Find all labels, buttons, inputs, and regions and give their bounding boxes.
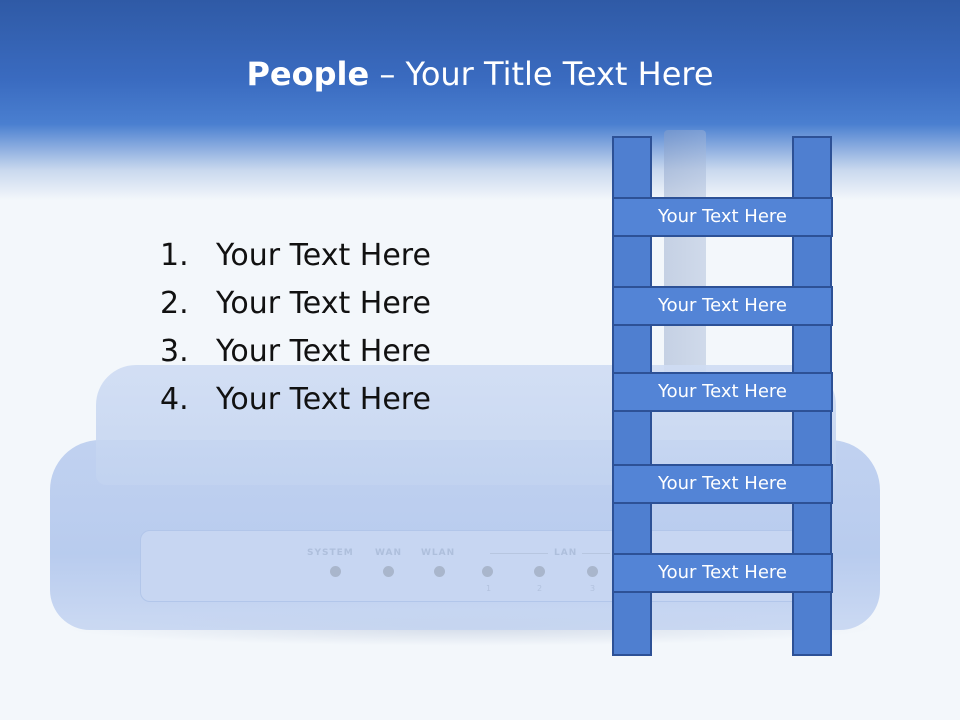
- list-text: Your Text Here: [216, 334, 431, 369]
- lan-divider-left: [490, 553, 548, 554]
- list-number: 4.: [160, 382, 189, 417]
- led-light: [383, 566, 394, 577]
- led-light: [434, 566, 445, 577]
- lan-divider-right: [582, 553, 610, 554]
- title-rest: – Your Title Text Here: [369, 55, 714, 93]
- led-label-wlan: WLAN: [421, 548, 456, 558]
- title-bold: People: [246, 55, 370, 93]
- list-item: 4. Your Text Here: [160, 376, 431, 424]
- port-number: 1: [486, 584, 492, 593]
- list-item: 1. Your Text Here: [160, 232, 431, 280]
- ladder-rung: Your Text Here: [612, 372, 833, 412]
- led-label-system: SYSTEM: [307, 548, 354, 558]
- ladder-rung: Your Text Here: [612, 464, 833, 504]
- led-light: [330, 566, 341, 577]
- list-number: 2.: [160, 286, 189, 321]
- slide-title: People – Your Title Text Here: [0, 52, 960, 96]
- port-number: 2: [537, 584, 543, 593]
- led-light: [587, 566, 598, 577]
- ladder-rung: Your Text Here: [612, 197, 833, 237]
- list-item: 2. Your Text Here: [160, 280, 431, 328]
- list-text: Your Text Here: [216, 286, 431, 321]
- led-light: [482, 566, 493, 577]
- list-number: 3.: [160, 334, 189, 369]
- led-label-wan: WAN: [375, 548, 403, 558]
- led-label-lan: LAN: [554, 548, 578, 558]
- ladder-rung: Your Text Here: [612, 286, 833, 326]
- led-light: [534, 566, 545, 577]
- list-item: 3. Your Text Here: [160, 328, 431, 376]
- list-text: Your Text Here: [216, 238, 431, 273]
- list-number: 1.: [160, 238, 189, 273]
- numbered-list: 1. Your Text Here 2. Your Text Here 3. Your…: [160, 232, 431, 424]
- list-text: Your Text Here: [216, 382, 431, 417]
- router-antenna: [664, 130, 706, 380]
- port-number: 3: [590, 584, 596, 593]
- ladder-rung: Your Text Here: [612, 553, 833, 593]
